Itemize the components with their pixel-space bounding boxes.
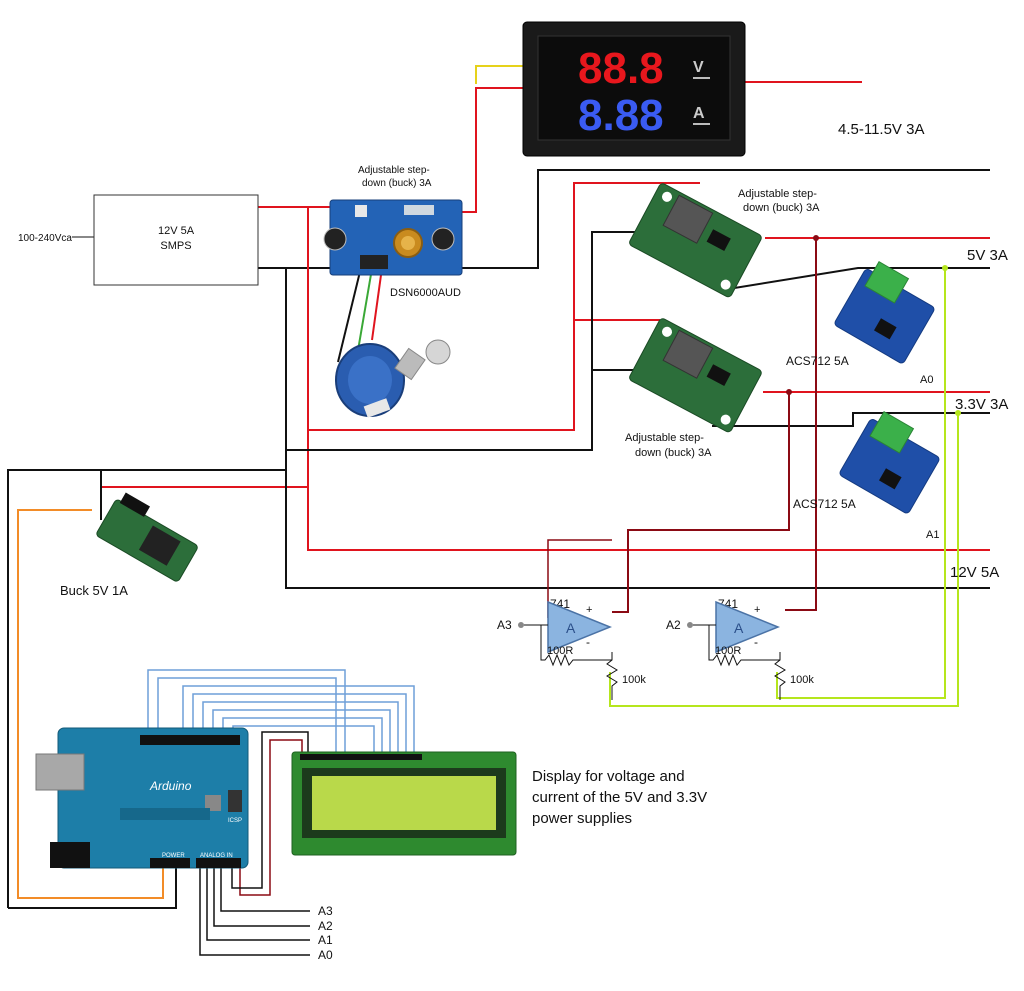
lcd-display bbox=[291, 751, 517, 856]
acs712-sensor-2: ACS712 5A A1 bbox=[793, 411, 939, 541]
opamp-2-symbol: A bbox=[734, 620, 744, 636]
opamp-2-rf: 100R bbox=[715, 645, 741, 657]
opamp-1: 741 A + - A3 100R 100k bbox=[497, 597, 646, 700]
wire-3v3-black bbox=[712, 412, 990, 427]
output-3v3-label: 3.3V 3A bbox=[955, 396, 1008, 413]
smps-block: 100-240Vca 12V 5A SMPS bbox=[18, 194, 259, 286]
acs712-sensor-1: ACS712 5A A0 bbox=[786, 261, 935, 386]
opamp-1-plus: + bbox=[586, 604, 592, 616]
wire-a3 bbox=[220, 868, 310, 912]
wire-sense-5v bbox=[785, 238, 817, 611]
arduino-power-label: POWER bbox=[162, 853, 185, 859]
buck-3v3-module: Adjustable step- down (buck) 3A 3.3V 3A bbox=[625, 318, 1008, 459]
volt-display: 88.8 bbox=[578, 44, 664, 93]
opamp-1-symbol: A bbox=[566, 620, 576, 636]
wire-a1 bbox=[206, 868, 310, 941]
buck-5v-caption-1: Adjustable step- bbox=[738, 188, 817, 200]
buck-5v1a-module: Buck 5V 1A bbox=[60, 492, 198, 598]
amp-unit: A bbox=[693, 105, 705, 122]
opamp-2-plus: + bbox=[754, 604, 760, 616]
wire-meter-yellow bbox=[475, 65, 523, 84]
wire-12v-black-a bbox=[286, 231, 640, 451]
wire-a0 bbox=[199, 868, 310, 956]
wire-12v-red-a bbox=[308, 182, 700, 431]
arduino-board: Arduino POWER ANALOG IN ICSP bbox=[35, 727, 249, 869]
opamp-2-r1: 100k bbox=[790, 674, 814, 686]
buck-5v-caption-2: down (buck) 3A bbox=[743, 202, 820, 214]
main-buck-model: DSN6000AUD bbox=[390, 287, 461, 299]
output-5v-label: 5V 3A bbox=[967, 247, 1008, 264]
wire-sense-3v3 bbox=[612, 392, 790, 613]
main-buck-caption-1: Adjustable step- bbox=[358, 165, 430, 176]
arduino-icsp: ICSP bbox=[228, 818, 242, 824]
opamp-1-output: A3 bbox=[497, 618, 512, 632]
wire-gnd-arduino bbox=[8, 868, 177, 909]
junctions bbox=[786, 235, 961, 416]
amp-display: 8.88 bbox=[578, 91, 664, 140]
volt-unit: V bbox=[693, 59, 704, 76]
opamp-2: 741 A + - A2 100R 100k bbox=[666, 597, 814, 700]
wires bbox=[7, 65, 990, 956]
wire-orange bbox=[17, 509, 164, 899]
analog-pin-label-a1: A1 bbox=[318, 933, 333, 947]
analog-pin-label-a3: A3 bbox=[318, 904, 333, 918]
wire-lcd-power-red bbox=[239, 739, 303, 896]
wire-12v-red-c bbox=[100, 486, 308, 490]
wire-a2 bbox=[213, 868, 310, 927]
wire-buck-out-neg bbox=[462, 169, 990, 269]
display-caption-line3: power supplies bbox=[532, 810, 632, 827]
wire-a3-red bbox=[547, 539, 612, 618]
opamp-1-rf: 100R bbox=[547, 645, 573, 657]
wire-12v-black-main bbox=[285, 268, 990, 589]
acs712-1-pin: A0 bbox=[920, 374, 933, 386]
buck-5v-module: Adjustable step- down (buck) 3A 5V 3A bbox=[629, 183, 1008, 298]
buck-5v1a-label: Buck 5V 1A bbox=[60, 583, 128, 598]
arduino-name: Arduino bbox=[149, 779, 192, 793]
opamp-2-output: A2 bbox=[666, 618, 681, 632]
acs712-1-label: ACS712 5A bbox=[786, 354, 849, 368]
buck-3v3-caption-1: Adjustable step- bbox=[625, 432, 704, 444]
smps-line2: SMPS bbox=[160, 240, 191, 252]
acs712-2-label: ACS712 5A bbox=[793, 497, 856, 511]
analog-pin-label-a0: A0 bbox=[318, 948, 333, 962]
opamp-1-minus: - bbox=[586, 635, 590, 649]
opamp-1-r1: 100k bbox=[622, 674, 646, 686]
wire-12v-red-main bbox=[307, 207, 990, 551]
volt-amp-meter: 88.8 8.88 V A bbox=[522, 21, 746, 157]
display-caption-line1: Display for voltage and bbox=[532, 768, 685, 785]
wire-12v-black-c bbox=[7, 469, 286, 908]
adjustable-output-label: 4.5-11.5V 3A bbox=[838, 121, 924, 138]
mains-label: 100-240Vca bbox=[18, 233, 72, 244]
wire-buck-out-pos bbox=[462, 87, 523, 213]
main-buck-caption-2: down (buck) 3A bbox=[362, 178, 432, 189]
potentiometer bbox=[335, 339, 451, 418]
buck-3v3-caption-2: down (buck) 3A bbox=[635, 447, 712, 459]
output-12v-label: 12V 5A bbox=[950, 564, 999, 581]
smps-line1: 12V 5A bbox=[158, 225, 195, 237]
wire-green-2 bbox=[609, 413, 959, 707]
opamp-2-minus: - bbox=[754, 635, 758, 649]
display-caption-line2: current of the 5V and 3.3V bbox=[532, 789, 707, 806]
wire-green-1 bbox=[776, 268, 946, 699]
acs712-2-pin: A1 bbox=[926, 529, 939, 541]
main-buck-module: Adjustable step- down (buck) 3A DSN6000A… bbox=[323, 165, 463, 299]
analog-pin-label-a2: A2 bbox=[318, 919, 333, 933]
wire-lcd-gnd-black bbox=[231, 731, 309, 889]
arduino-analog-label: ANALOG IN bbox=[200, 853, 233, 859]
